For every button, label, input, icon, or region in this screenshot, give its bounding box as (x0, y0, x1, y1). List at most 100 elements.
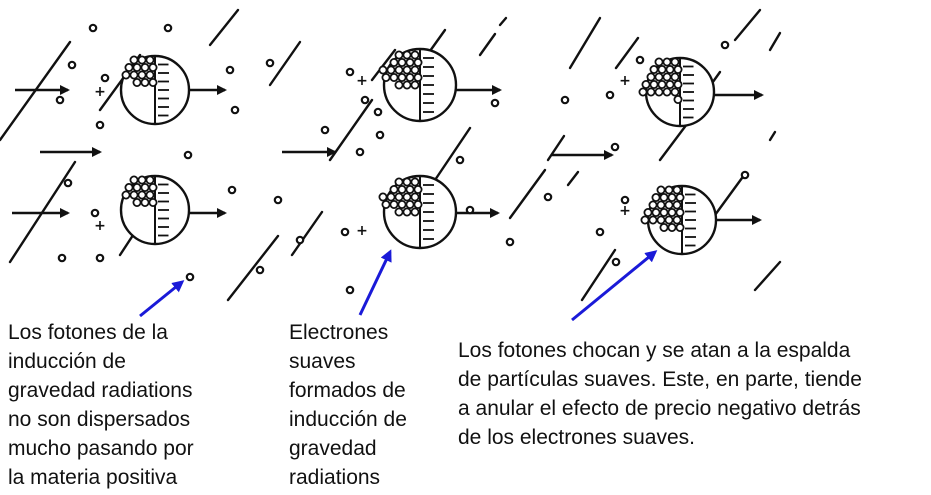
electron-circle (670, 72, 680, 82)
electron-circle (394, 50, 404, 60)
electron-circle (389, 73, 399, 83)
electron-circle (656, 215, 666, 225)
photon-dot (360, 95, 370, 105)
electron-circle (648, 215, 658, 225)
diagonal-line (208, 8, 240, 47)
electron-circle (145, 55, 155, 65)
diagonal-line (546, 134, 566, 162)
electron-circle (394, 207, 404, 217)
electron-circle (386, 65, 396, 75)
electron-circle (402, 65, 412, 75)
electron-circle (394, 65, 404, 75)
electron-circle (675, 192, 685, 202)
photon-dot (610, 142, 620, 152)
caption-line: la materia positiva (8, 466, 178, 489)
photon-dot (255, 265, 265, 275)
photon-dot (720, 40, 730, 50)
particle-cluster (378, 47, 458, 123)
photon-dot (63, 178, 73, 188)
diagonal-line (370, 48, 397, 82)
electron-circle (656, 200, 666, 210)
caption-middle: Electrones suaves formados de inducción … (289, 318, 407, 492)
photon-dot (543, 192, 553, 202)
electron-circle (664, 185, 674, 195)
photon-dot (95, 253, 105, 263)
particle-cluster (119, 54, 191, 126)
electron-circle (140, 63, 150, 73)
caption-line: a anular el efecto de precio negativo de… (458, 397, 861, 420)
electron-circle (381, 199, 391, 209)
diagonal-line (226, 234, 280, 302)
electron-circle (402, 80, 412, 90)
photon-dot (67, 60, 77, 70)
electron-circle (394, 177, 404, 187)
particle-cluster (640, 184, 718, 256)
electron-circle (410, 65, 420, 75)
electron-circle (662, 72, 672, 82)
electron-circle (664, 215, 674, 225)
photon-dot (345, 285, 355, 295)
diagonal-line (768, 130, 777, 142)
electron-circle (140, 182, 150, 192)
photon-dot (273, 195, 283, 205)
electron-circle (145, 190, 155, 200)
scattered-photons (55, 23, 750, 295)
electron-circle (121, 70, 131, 80)
photon-dot (373, 107, 383, 117)
electron-circle (129, 190, 139, 200)
electron-circle (145, 70, 155, 80)
diagonal-line (268, 40, 302, 87)
photon-dot (455, 155, 465, 165)
electron-circle (413, 73, 423, 83)
diagonal-line (713, 176, 744, 217)
electron-circle (670, 87, 680, 97)
photon-dot (505, 237, 515, 247)
electron-circle (413, 184, 423, 194)
electron-circle (389, 184, 399, 194)
electron-circle (148, 78, 158, 88)
electron-circle (413, 199, 423, 209)
electron-circle (675, 222, 685, 232)
electron-circle (132, 78, 142, 88)
photon-dot (320, 125, 330, 135)
electron-circle (410, 80, 420, 90)
photon-dot (227, 185, 237, 195)
electron-circle (386, 192, 396, 202)
photon-dot (605, 90, 615, 100)
electron-circle (405, 199, 415, 209)
photon-dot (355, 147, 365, 157)
electron-circle (673, 65, 683, 75)
caption-right: Los fotones chocan y se atan a la espald… (458, 336, 862, 452)
caption-line: Electrones (289, 321, 389, 344)
electron-circle (397, 184, 407, 194)
electron-circle (140, 197, 150, 207)
electron-circle (648, 200, 658, 210)
caption-line: radiations (289, 466, 381, 489)
electron-circle (662, 57, 672, 67)
electron-circle (662, 87, 672, 97)
photon-dot (560, 95, 570, 105)
electron-circle (389, 58, 399, 68)
electron-circle (394, 80, 404, 90)
electron-circle (129, 70, 139, 80)
diagonal-line (580, 248, 617, 302)
electron-circle (397, 58, 407, 68)
photon-dot (185, 272, 195, 282)
caption-line: de los electrones suaves. (458, 426, 695, 449)
caption-line: formados de (289, 379, 406, 402)
pointer-arrows (139, 249, 658, 322)
caption-line: de partículas suaves. Este, en parte, ti… (458, 368, 862, 391)
electron-circle (657, 65, 667, 75)
photon-dot (225, 65, 235, 75)
electron-circle (378, 65, 388, 75)
electron-circle (646, 72, 656, 82)
particle-cluster (119, 174, 191, 246)
diagonal-line (478, 32, 497, 57)
diagonal-line (768, 31, 782, 52)
photon-dot (375, 130, 385, 140)
caption-line: inducción de (8, 350, 126, 373)
electron-circle (148, 182, 158, 192)
electron-circle (132, 63, 142, 73)
